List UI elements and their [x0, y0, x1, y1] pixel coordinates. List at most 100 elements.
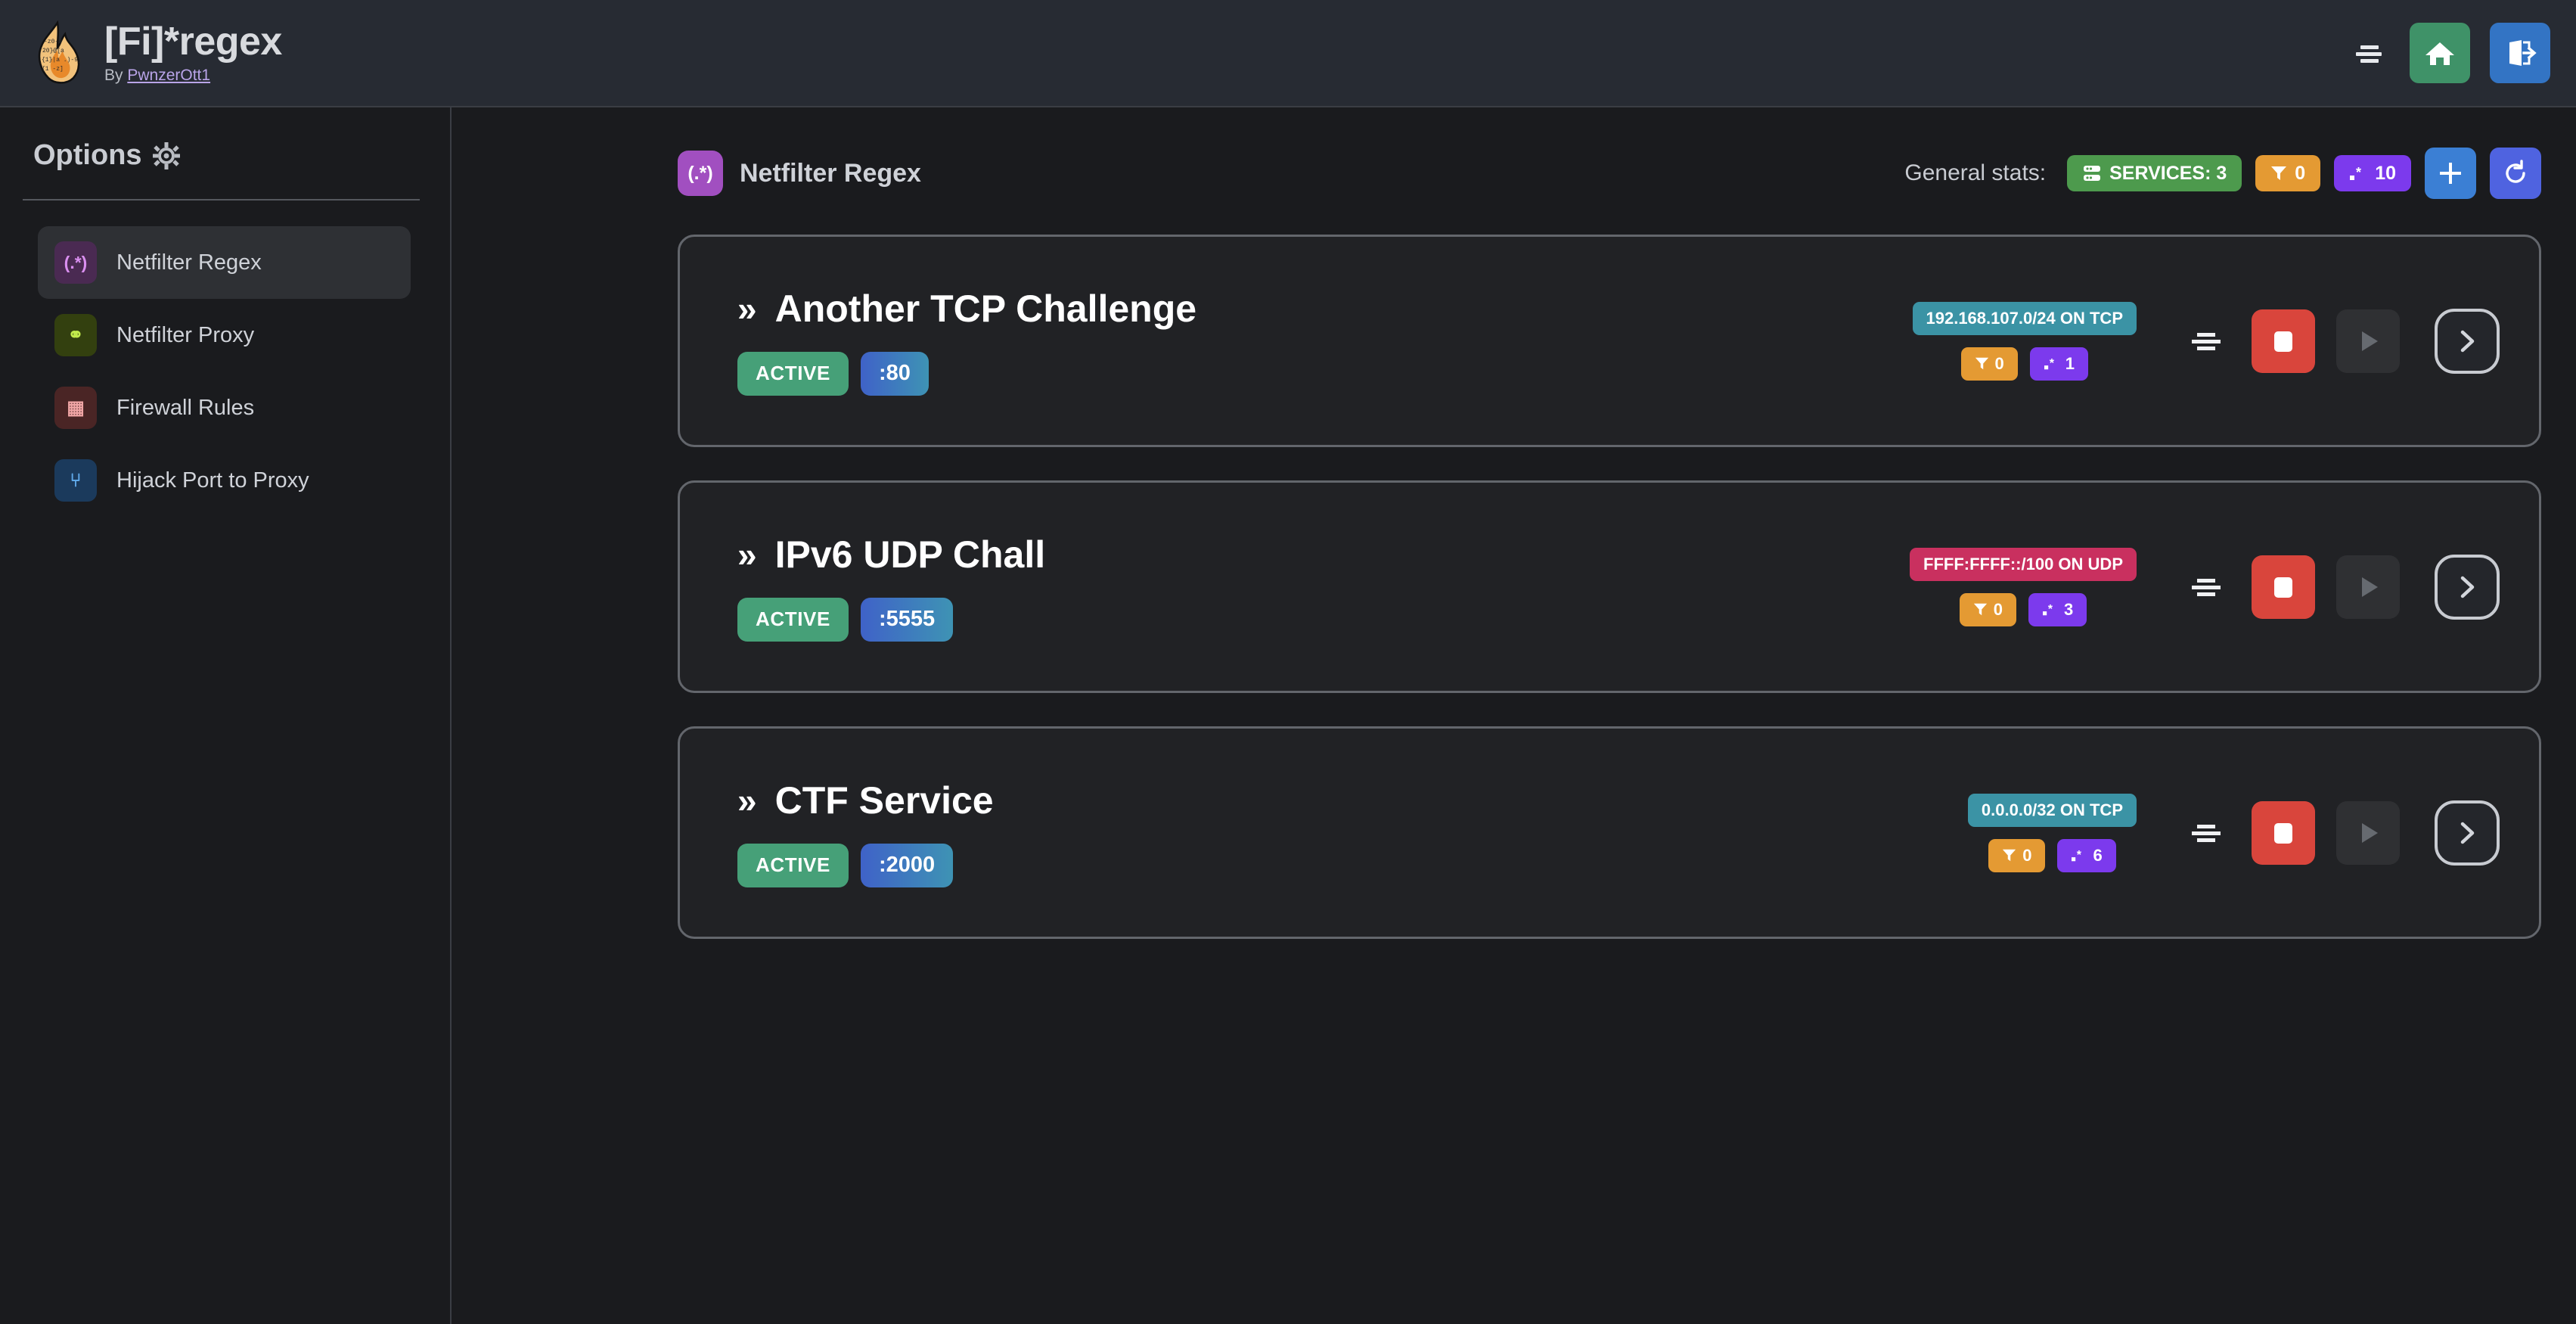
author-link[interactable]: PwnzerOtt1	[127, 66, 211, 84]
service-card[interactable]: » Another TCP Challenge ACTIVE :80 192.1…	[678, 235, 2541, 447]
add-service-button[interactable]	[2425, 148, 2476, 199]
svg-text:20}@[a: 20}@[a	[42, 48, 64, 54]
menu-icon[interactable]	[2346, 31, 2390, 75]
service-pills: ACTIVE :80	[737, 351, 1196, 396]
home-button[interactable]	[2410, 23, 2470, 83]
page-header: (.*) Netfilter Regex General stats: SERV…	[453, 148, 2576, 199]
regex-icon: (.*)	[54, 241, 97, 284]
regex-dot-star-icon: *	[2043, 603, 2053, 616]
funnel-icon	[2003, 849, 2016, 862]
service-counters: 0 * 6	[1988, 838, 2116, 872]
svg-text:{1 -z]: {1 -z]	[42, 66, 64, 73]
general-stats: General stats: SERVICES: 3 0	[1904, 148, 2541, 199]
chevron-double-right-icon: »	[737, 534, 757, 574]
regex-dot-star-icon: *	[2350, 165, 2361, 180]
plus-icon	[2440, 163, 2461, 184]
svg-text:*: *	[2048, 603, 2053, 616]
drag-handle-icon[interactable]	[2182, 317, 2230, 365]
chevron-right-icon	[2460, 330, 2475, 352]
chevron-right-icon	[2460, 576, 2475, 598]
brand-text: [Fi]*regex By PwnzerOtt1	[104, 21, 282, 85]
sidebar-nav: (.*) Netfilter Regex ⚭ Netfilter Proxy ▦…	[0, 226, 450, 517]
stop-button[interactable]	[2252, 800, 2315, 865]
regex-dot-star-icon: *	[2072, 849, 2082, 862]
brick-wall-icon: ▦	[54, 387, 97, 429]
service-card-info: » IPv6 UDP Chall ACTIVE :5555	[737, 533, 1045, 642]
flame-icon: -z0-9 20}@[a {1}|a .)-9] {1 -z]	[38, 20, 82, 84]
svg-text:*: *	[2050, 357, 2055, 370]
service-name-row: » CTF Service	[737, 779, 994, 822]
play-button[interactable]	[2336, 309, 2400, 373]
main-content: (.*) Netfilter Regex General stats: SERV…	[453, 107, 2576, 1324]
funnel-icon	[2271, 166, 2287, 180]
home-icon	[2425, 42, 2454, 65]
sidebar-item-label: Hijack Port to Proxy	[116, 468, 309, 493]
service-card-controls: 0.0.0.0/32 ON TCP 0 * 6	[1967, 793, 2500, 872]
app-author: By PwnzerOtt1	[104, 67, 282, 85]
route-fork-icon: ⑂	[54, 459, 97, 502]
network-badge: FFFF:FFFF::/100 ON UDP	[1910, 547, 2137, 581]
status-badge-filters: 0	[2255, 155, 2321, 191]
service-name-row: » IPv6 UDP Chall	[737, 533, 1045, 577]
plug-icon: ⚭	[54, 314, 97, 356]
stop-icon	[2274, 577, 2292, 598]
sidebar-item-hijack-port-to-proxy[interactable]: ⑂ Hijack Port to Proxy	[38, 444, 411, 517]
port-badge: :80	[860, 351, 929, 396]
logout-button[interactable]	[2490, 23, 2550, 83]
page-title: Netfilter Regex	[740, 158, 921, 188]
logout-icon	[2509, 40, 2537, 66]
open-service-button[interactable]	[2435, 800, 2500, 866]
app-title: [Fi]*regex	[104, 20, 282, 64]
server-icon	[2084, 166, 2101, 181]
chevron-double-right-icon: »	[737, 780, 757, 820]
drag-handle-icon[interactable]	[2182, 809, 2230, 857]
refresh-button[interactable]	[2490, 148, 2541, 199]
svg-text:*: *	[2356, 165, 2361, 180]
filters-badge: 0	[1959, 592, 2016, 626]
sidebar-item-label: Netfilter Proxy	[116, 322, 255, 347]
service-name: CTF Service	[774, 779, 994, 822]
service-card[interactable]: » CTF Service ACTIVE :2000 0.0.0.0/32 ON…	[678, 726, 2541, 939]
drag-handle-icon[interactable]	[2182, 563, 2230, 611]
filters-badge: 0	[1960, 347, 2018, 381]
service-pills: ACTIVE :2000	[737, 843, 994, 887]
general-stats-label: General stats:	[1904, 160, 2047, 185]
play-icon	[2362, 331, 2378, 351]
stop-button[interactable]	[2252, 555, 2315, 619]
play-button[interactable]	[2336, 555, 2400, 619]
sidebar-item-netfilter-regex[interactable]: (.*) Netfilter Regex	[38, 226, 411, 299]
port-badge: :5555	[860, 597, 954, 642]
play-button[interactable]	[2336, 800, 2400, 865]
chevron-double-right-icon: »	[737, 288, 757, 328]
sidebar-title: Options	[33, 139, 450, 172]
status-badge: ACTIVE	[737, 351, 849, 396]
by-label: By	[104, 66, 128, 84]
service-name: IPv6 UDP Chall	[774, 533, 1046, 576]
status-badge: ACTIVE	[737, 843, 849, 887]
regex-count: 10	[2375, 162, 2396, 184]
filters-count: 0	[2295, 162, 2306, 184]
service-network-info: FFFF:FFFF::/100 ON UDP 0 * 3	[1910, 547, 2137, 626]
regex-count: 3	[2064, 599, 2074, 619]
open-service-button[interactable]	[2435, 308, 2500, 374]
open-service-button[interactable]	[2435, 554, 2500, 620]
svg-text:{1}|a .)-9]: {1}|a .)-9]	[42, 57, 82, 64]
regex-icon: (.*)	[678, 151, 723, 196]
services-count-label: SERVICES: 3	[2109, 162, 2227, 184]
sidebar-item-netfilter-proxy[interactable]: ⚭ Netfilter Proxy	[38, 299, 411, 371]
regex-dot-star-icon: *	[2044, 357, 2055, 370]
filters-badge: 0	[1988, 838, 2046, 872]
services-list: » Another TCP Challenge ACTIVE :80 192.1…	[453, 235, 2576, 939]
port-badge: :2000	[860, 843, 954, 887]
service-card-controls: 192.168.107.0/24 ON TCP 0 * 1	[1912, 301, 2500, 381]
stop-button[interactable]	[2252, 309, 2315, 373]
sidebar-title-label: Options	[33, 139, 142, 171]
brand: -z0-9 20}@[a {1}|a .)-9] {1 -z] [Fi]*reg…	[27, 20, 282, 85]
play-icon	[2362, 577, 2378, 597]
service-card-info: » CTF Service ACTIVE :2000	[737, 779, 994, 887]
service-name: Another TCP Challenge	[774, 287, 1197, 330]
network-badge: 192.168.107.0/24 ON TCP	[1912, 301, 2137, 335]
service-card[interactable]: » IPv6 UDP Chall ACTIVE :5555 FFFF:FFFF:…	[678, 480, 2541, 693]
sidebar-item-firewall-rules[interactable]: ▦ Firewall Rules	[38, 371, 411, 444]
network-badge: 0.0.0.0/32 ON TCP	[1967, 793, 2137, 827]
